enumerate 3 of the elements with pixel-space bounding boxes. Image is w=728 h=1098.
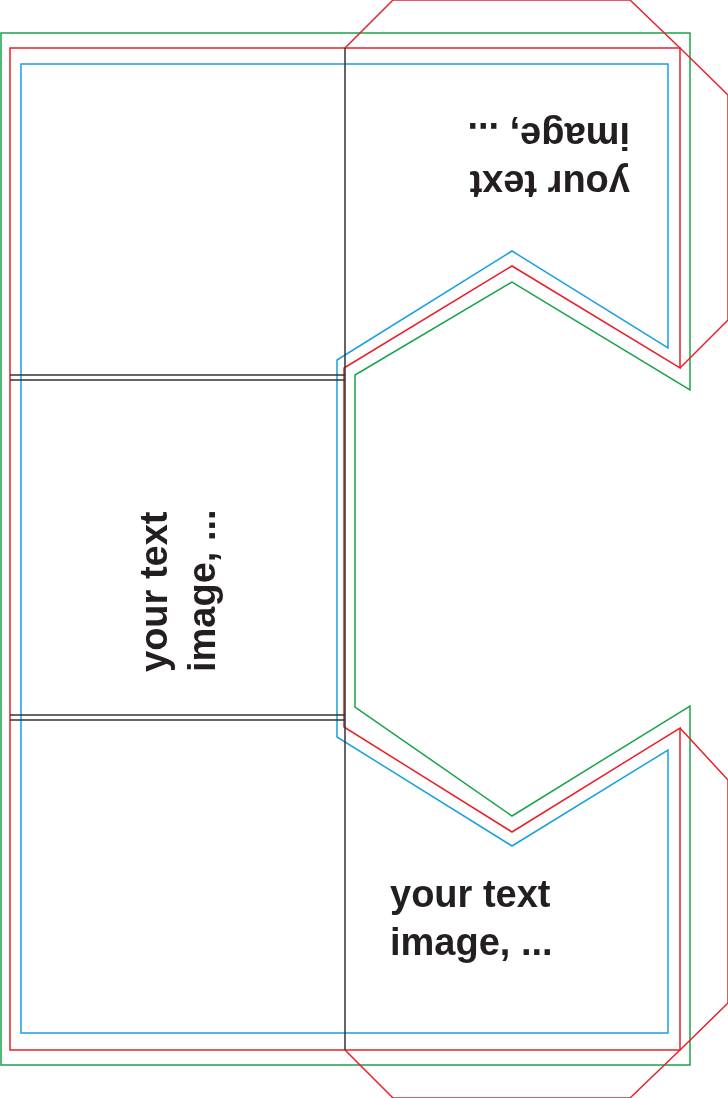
placeholder-text: your text image, ...: [390, 872, 554, 965]
placeholder-text: your text image, ...: [466, 114, 630, 207]
placeholder-text: your text image, ...: [132, 508, 224, 672]
